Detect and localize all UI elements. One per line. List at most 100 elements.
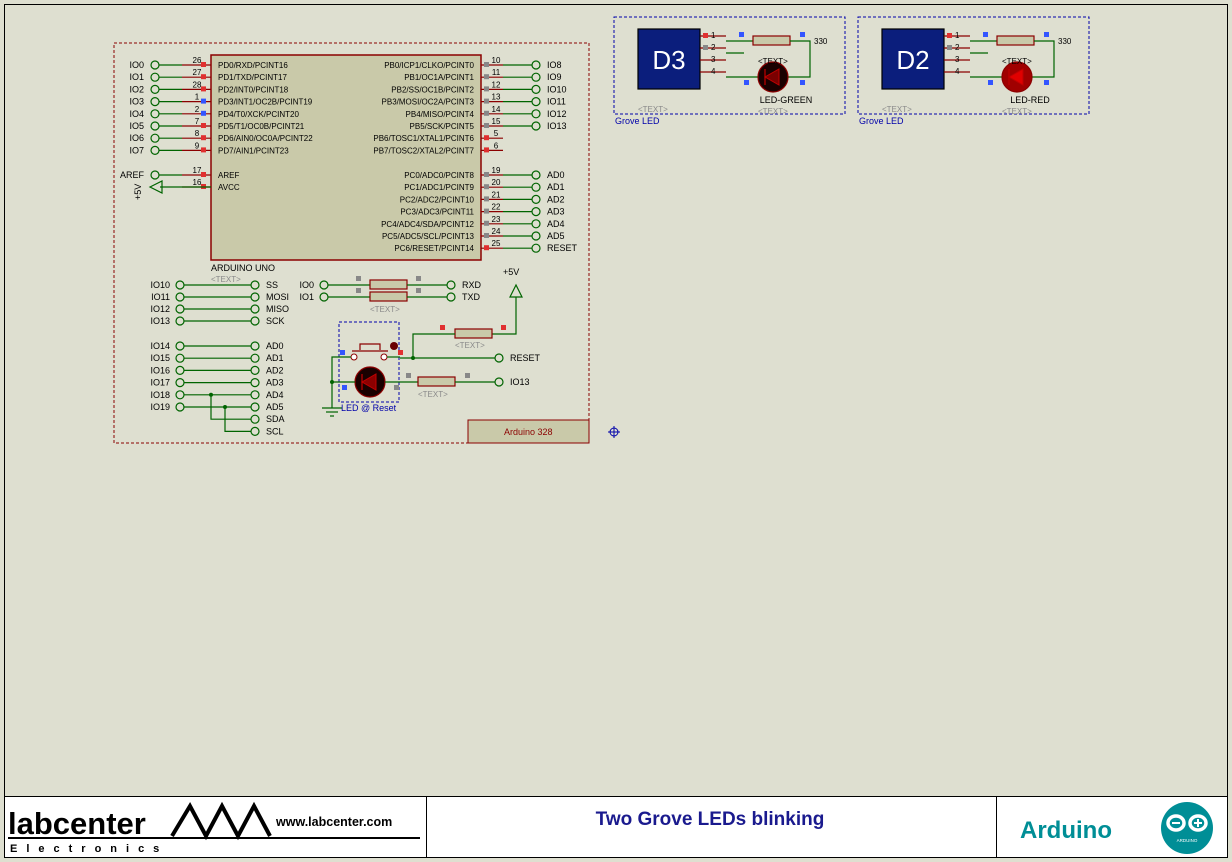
reset-push-button[interactable] (331, 342, 403, 382)
board-label-box[interactable]: Arduino 328 (467, 419, 590, 444)
diagram-title: Two Grove LEDs blinking (596, 809, 825, 830)
origin-crosshair-icon (608, 426, 620, 438)
spi-to-terminal[interactable] (250, 292, 260, 302)
io-terminal[interactable] (531, 109, 541, 119)
spi-to-terminal[interactable] (250, 316, 260, 326)
analog-to-terminal[interactable] (250, 378, 260, 388)
serial-to-terminal[interactable] (446, 292, 456, 302)
analog-to-label: SCL (266, 426, 284, 436)
grove-led-module-d2[interactable]: D21234330<TEXT>LED-RED<TEXT><TEXT>Grove … (857, 16, 1090, 126)
reset-circuit: +5V <TEXT> RESET (322, 267, 541, 417)
logo-url[interactable]: www.labcenter.com (275, 815, 392, 829)
grove-resistor[interactable] (996, 35, 1035, 46)
reset-terminal[interactable] (494, 353, 504, 363)
grove-led-text-placeholder-2: <TEXT> (758, 107, 788, 116)
io-terminal[interactable] (150, 109, 160, 119)
io-terminal[interactable] (150, 96, 160, 107)
reset-led[interactable] (342, 366, 399, 398)
io-terminal[interactable] (531, 182, 541, 192)
io-terminal[interactable] (531, 194, 541, 204)
reset-pullup-resistor[interactable] (454, 328, 493, 339)
io-terminal[interactable] (150, 72, 160, 82)
reset-resistor-text-placeholder: <TEXT> (455, 341, 485, 350)
serial-resistor[interactable] (369, 279, 408, 290)
pin-function-label: PD4/T0/XCK/PCINT20 (218, 110, 299, 119)
board-label: Arduino 328 (504, 427, 553, 437)
analog-from-label: IO15 (150, 353, 170, 363)
io-terminal[interactable] (531, 243, 541, 253)
analog-to-terminal[interactable] (250, 390, 260, 400)
pin-marker (484, 196, 489, 202)
io-terminal[interactable] (150, 84, 160, 95)
grove-led-module-d3[interactable]: D31234330<TEXT>LED-GREEN<TEXT><TEXT>Grov… (613, 16, 846, 126)
reset-led-label: LED @ Reset (341, 403, 397, 413)
analog-to-terminal[interactable] (250, 341, 260, 351)
spi-to-terminal[interactable] (250, 304, 260, 314)
pin-marker (484, 62, 489, 67)
spi-to-terminal[interactable] (250, 280, 260, 290)
io-terminal[interactable] (531, 207, 541, 217)
pin-marker (744, 80, 749, 85)
reset-led-resistor[interactable] (417, 376, 456, 387)
io-label: IO12 (547, 109, 567, 119)
grove-led-text-placeholder: <TEXT> (1002, 57, 1032, 66)
io-terminal[interactable] (531, 170, 541, 180)
io-terminal[interactable] (150, 121, 160, 131)
grove-led[interactable] (1001, 61, 1033, 93)
io13-terminal[interactable] (494, 377, 504, 387)
grove-resistor[interactable] (752, 35, 791, 46)
io-terminal[interactable] (150, 145, 160, 155)
io-label: AD0 (547, 170, 565, 180)
serial-to-terminal[interactable] (446, 280, 456, 290)
analog-to-terminal[interactable] (250, 353, 260, 363)
io-terminal[interactable] (150, 170, 160, 180)
io-terminal[interactable] (150, 133, 160, 143)
pin-number: 6 (494, 141, 499, 150)
arduino-board-outline[interactable] (113, 42, 590, 444)
mcu-body[interactable] (210, 54, 482, 261)
serial-resistor[interactable] (369, 291, 408, 302)
avcc-power-terminal[interactable]: +5V (133, 180, 211, 200)
grove-port-block[interactable] (881, 28, 945, 90)
io-terminal[interactable] (531, 84, 541, 95)
grove-port-block[interactable] (637, 28, 701, 90)
io-terminal[interactable] (531, 121, 541, 131)
grove-led[interactable] (757, 61, 789, 93)
analog-to-terminal[interactable] (250, 365, 260, 375)
io-terminal[interactable] (531, 72, 541, 82)
pin-number: 12 (492, 80, 501, 89)
mcu-text-placeholder: <TEXT> (211, 275, 241, 284)
grove-port-text-placeholder: <TEXT> (638, 105, 668, 114)
io-terminal[interactable] (531, 219, 541, 229)
io-terminal[interactable] (531, 96, 541, 107)
analog-to-terminal[interactable] (250, 402, 260, 412)
analog-to-label: AD0 (266, 341, 284, 351)
io-terminal[interactable] (150, 60, 160, 70)
io-terminal[interactable] (531, 231, 541, 241)
io-terminal[interactable] (531, 60, 541, 70)
